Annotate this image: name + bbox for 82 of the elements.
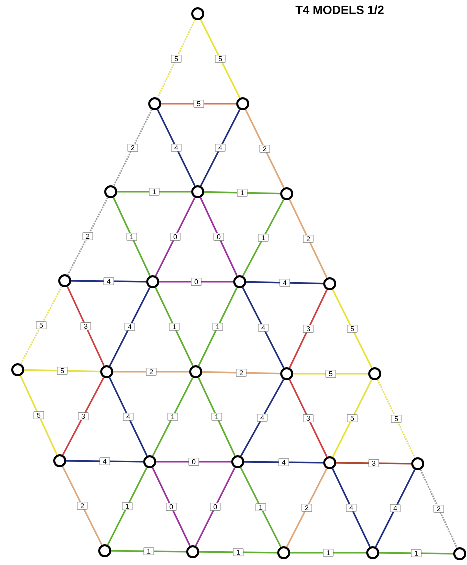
connector-line xyxy=(289,290,328,368)
connector-line xyxy=(24,369,101,373)
connector-line xyxy=(198,378,236,456)
connector-line xyxy=(290,552,366,554)
connector-line xyxy=(118,191,192,193)
connector-line xyxy=(109,378,148,456)
connector-line xyxy=(379,552,454,555)
junction-circle xyxy=(280,368,294,380)
connector-line xyxy=(242,199,285,277)
connector-line xyxy=(199,551,278,554)
junction-circle xyxy=(144,456,156,468)
connector-line xyxy=(155,288,194,366)
connector-line xyxy=(240,467,282,548)
connector-line xyxy=(294,373,368,375)
connector-line xyxy=(155,197,196,277)
connector-line xyxy=(240,379,285,457)
junction-circle xyxy=(98,544,112,558)
connector-line xyxy=(160,281,234,283)
connector-line xyxy=(67,286,105,366)
junction-circle xyxy=(100,366,114,378)
connector-line xyxy=(62,377,105,456)
connector-line xyxy=(111,550,186,553)
connector-line xyxy=(107,467,148,546)
junction-circle xyxy=(104,186,118,198)
connector-line xyxy=(286,468,328,548)
junction-circle xyxy=(368,368,382,380)
connector-line xyxy=(332,468,371,548)
junction-circle xyxy=(236,98,250,110)
junction-circle xyxy=(454,548,466,560)
title: T4 MODELS 1/2 xyxy=(296,6,384,14)
connector-line xyxy=(245,109,285,188)
junction-circle xyxy=(186,546,200,558)
connector-line xyxy=(375,469,416,548)
connector-line xyxy=(289,200,328,278)
junction-circle xyxy=(192,186,204,198)
junction-circle xyxy=(234,276,246,288)
connector-line xyxy=(336,462,412,465)
connector-line xyxy=(157,20,196,98)
connector-line xyxy=(157,109,196,186)
connector-line xyxy=(202,371,281,375)
connector-line xyxy=(152,377,194,457)
connector-line xyxy=(244,461,324,464)
connector-line xyxy=(246,281,324,285)
connector-line xyxy=(62,466,103,546)
junction-circle xyxy=(58,274,72,288)
connector-line xyxy=(200,109,241,187)
junction-circle xyxy=(192,8,204,20)
junction-circle xyxy=(148,98,162,110)
connector-line xyxy=(114,371,190,373)
junction-circle xyxy=(278,546,290,560)
connector-line xyxy=(109,287,151,367)
connector-line xyxy=(156,461,232,463)
connector-line xyxy=(67,197,109,276)
connector-line xyxy=(113,109,153,187)
connector-line xyxy=(198,287,238,366)
connector-line xyxy=(332,379,373,458)
junction-circle xyxy=(366,546,380,560)
junction-circle xyxy=(324,456,336,470)
junction-circle xyxy=(190,366,202,378)
connector-line xyxy=(20,286,63,365)
connector-line xyxy=(66,460,144,463)
connector-line xyxy=(20,376,58,456)
junction-circle xyxy=(146,276,160,288)
junction-circle xyxy=(232,456,244,468)
junction-circle xyxy=(280,188,294,200)
connector-line xyxy=(195,467,236,547)
connector-line xyxy=(204,191,281,195)
connector-line xyxy=(377,380,416,458)
connector-line xyxy=(332,289,373,369)
junction-circle xyxy=(324,278,336,290)
connector-line xyxy=(200,19,241,99)
junction-circle xyxy=(12,364,24,376)
connector-line xyxy=(289,380,328,458)
junction-circle xyxy=(412,458,424,470)
connector-line xyxy=(420,470,458,548)
connector-line xyxy=(162,103,236,105)
connector-line xyxy=(152,468,191,546)
connector-line xyxy=(72,280,147,283)
connector-line xyxy=(113,198,151,276)
connector-line xyxy=(200,198,238,276)
connector-line xyxy=(242,287,285,369)
junction-circle xyxy=(54,454,66,468)
